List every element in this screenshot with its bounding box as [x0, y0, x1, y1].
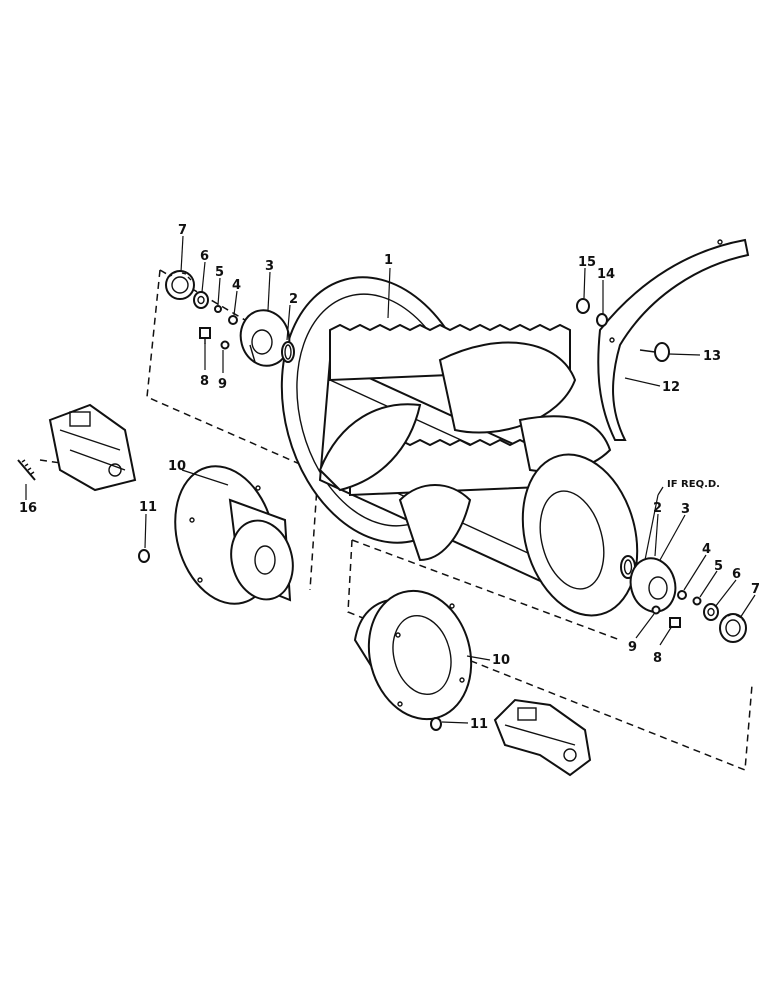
callout-4-left: 4 — [232, 278, 241, 293]
washer-9-right — [651, 605, 661, 615]
nut-15 — [576, 298, 590, 314]
sprocket-7-right — [719, 613, 747, 643]
callout-labels: 1 2 3 4 5 6 7 8 9 10 11 12 13 14 15 16 2… — [19, 223, 760, 732]
hydraulic-motor-right — [493, 698, 592, 777]
washer-9-left — [220, 340, 230, 350]
washer-4-left — [228, 315, 238, 325]
callout-8-left: 8 — [200, 374, 209, 389]
callout-3-right: 3 — [681, 502, 690, 517]
stud-16 — [17, 459, 36, 481]
callout-10-left: 10 — [168, 459, 186, 474]
bushing-6-left — [193, 291, 209, 309]
callout-7-right: 7 — [751, 582, 760, 597]
callout-2-left: 2 — [289, 292, 298, 307]
callout-16: 16 — [19, 501, 37, 516]
callout-8-right: 8 — [653, 651, 662, 666]
curved-strip — [597, 238, 750, 441]
callout-11-left: 11 — [139, 500, 157, 515]
washer-14 — [596, 313, 608, 327]
callout-10-right: 10 — [492, 653, 510, 668]
callout-11-right: 11 — [470, 717, 488, 732]
housing-10-right — [353, 589, 473, 721]
washer-4-right — [677, 590, 687, 600]
callout-5-right: 5 — [714, 559, 723, 574]
nut-11-right — [430, 717, 442, 731]
left-assembly-boundary — [146, 269, 319, 591]
bushing-6-right — [703, 603, 719, 621]
hydraulic-motor-left — [48, 403, 137, 492]
callout-9-right: 9 — [628, 640, 637, 655]
bolt-8-left — [199, 327, 211, 344]
washer-5-left — [214, 305, 222, 313]
callout-15: 15 — [578, 255, 596, 270]
callout-2-right: 2 — [653, 501, 662, 516]
o-ring-2-left — [281, 341, 295, 363]
callout-12: 12 — [662, 380, 680, 395]
callout-3-left: 3 — [265, 259, 274, 274]
sprocket-7-left — [165, 270, 195, 300]
callout-6-left: 6 — [200, 249, 209, 264]
callout-5-left: 5 — [215, 265, 224, 280]
callout-14: 14 — [597, 267, 615, 282]
callout-4-right: 4 — [702, 542, 711, 557]
bolt-8-right — [669, 617, 681, 628]
leader-lines — [25, 235, 756, 724]
callout-7-left: 7 — [178, 223, 187, 238]
auger-drum — [280, 276, 639, 617]
hub-3-left — [239, 309, 291, 367]
if-required-note: IF REQ.D. — [667, 479, 720, 490]
housing-10-left — [174, 465, 294, 605]
nut-11-left — [138, 549, 150, 563]
callout-1: 1 — [384, 253, 393, 268]
callout-6-right: 6 — [732, 567, 741, 582]
right-assembly-boundary — [347, 539, 753, 772]
washer-5-right — [692, 596, 702, 606]
bolt-13 — [639, 342, 670, 362]
callout-13: 13 — [703, 349, 721, 364]
callout-9-left: 9 — [218, 377, 227, 392]
